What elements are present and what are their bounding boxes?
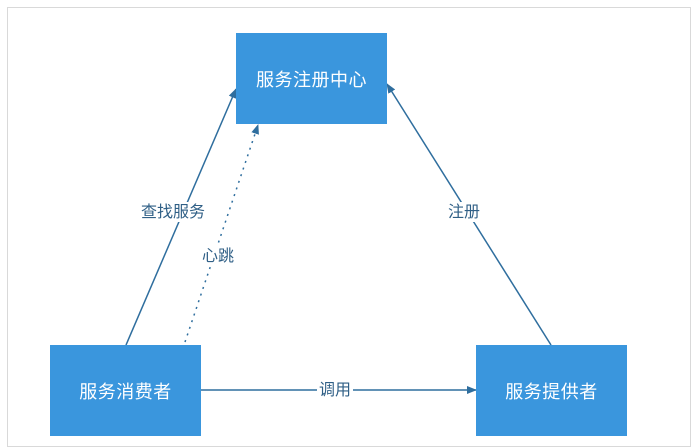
edge-heartbeat <box>184 124 259 343</box>
node-provider-label: 服务提供者 <box>505 381 598 403</box>
node-registry: 服务注册中心 <box>236 33 387 124</box>
node-consumer-label: 服务消费者 <box>79 381 172 403</box>
node-consumer: 服务消费者 <box>50 345 201 436</box>
edge-register-label: 注册 <box>446 202 483 222</box>
edge-heartbeat-label: 心跳 <box>200 246 237 266</box>
edge-invoke-label: 调用 <box>317 380 354 400</box>
node-provider: 服务提供者 <box>476 345 627 436</box>
edge-lookup-label: 查找服务 <box>139 202 208 222</box>
node-registry-label: 服务注册中心 <box>256 69 367 91</box>
